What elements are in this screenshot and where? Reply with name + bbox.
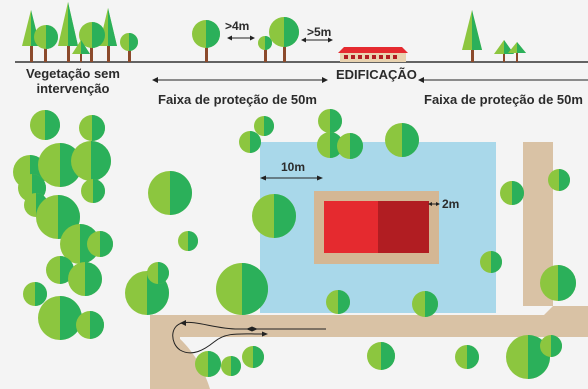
gap-5m-label: >5m <box>307 25 332 39</box>
edification-label: EDIFICAÇÃO <box>336 67 417 82</box>
tree-icon <box>71 141 111 181</box>
tree-icon <box>242 346 264 368</box>
vegetation-label-line2: intervenção <box>36 81 110 96</box>
building-icon <box>338 47 408 62</box>
vegetation-label-line1: Vegetação sem <box>26 66 120 81</box>
tree-icon <box>195 351 221 377</box>
tree-icon <box>367 342 395 370</box>
plan-trees <box>13 109 576 379</box>
strip-left-label: Faixa de proteção de 50m <box>158 92 317 107</box>
left-strip-arrow-icon <box>152 77 328 83</box>
tree-icon <box>252 194 296 238</box>
tree-icon <box>76 311 104 339</box>
tree-icon <box>30 110 60 140</box>
tree-icon <box>254 116 274 136</box>
tree-icon <box>500 181 524 205</box>
dist-2m-label: 2m <box>442 197 460 211</box>
tree-icon <box>147 262 169 284</box>
tree-icon <box>87 231 113 257</box>
elevation-strip <box>15 2 588 83</box>
tree-icon <box>79 115 105 141</box>
tree-icon <box>221 356 241 376</box>
turnaround-icon <box>172 320 326 354</box>
dist-10m-label: 10m <box>281 160 306 174</box>
right-conifers-icon <box>462 10 526 62</box>
tree-icon <box>23 282 47 306</box>
tree-icon <box>455 345 479 369</box>
tree-icon <box>81 179 105 203</box>
right-strip-arrow-icon <box>418 77 588 83</box>
access-road <box>150 142 588 389</box>
tree-icon <box>385 123 419 157</box>
tree-icon <box>548 169 570 191</box>
dist-2m-arrow-icon <box>428 202 440 206</box>
tree-icon <box>38 143 82 187</box>
middle-trees-icon <box>192 17 299 62</box>
tree-icon <box>540 335 562 357</box>
dense-forest-icon <box>22 2 138 62</box>
tree-icon <box>480 251 502 273</box>
gap-4m-arrow-icon <box>227 35 255 41</box>
tree-icon <box>540 265 576 301</box>
tree-icon <box>337 133 363 159</box>
tree-icon <box>68 262 102 296</box>
gap-4m-label: >4m <box>225 19 250 33</box>
plan-view <box>13 109 588 389</box>
tree-icon <box>239 131 261 153</box>
tree-icon <box>178 231 198 251</box>
building-footprint <box>314 191 439 264</box>
tree-icon <box>412 291 438 317</box>
tree-icon <box>326 290 350 314</box>
tree-icon <box>318 109 342 133</box>
strip-right-label: Faixa de proteção de 50m <box>424 92 583 107</box>
dist-10m-arrow-icon <box>260 175 323 181</box>
tree-icon <box>216 263 268 315</box>
tree-icon <box>38 296 82 340</box>
gap-5m-arrow-icon <box>301 37 333 43</box>
tree-icon <box>148 171 192 215</box>
vegetation-label: Vegetação sem intervenção <box>6 66 140 96</box>
